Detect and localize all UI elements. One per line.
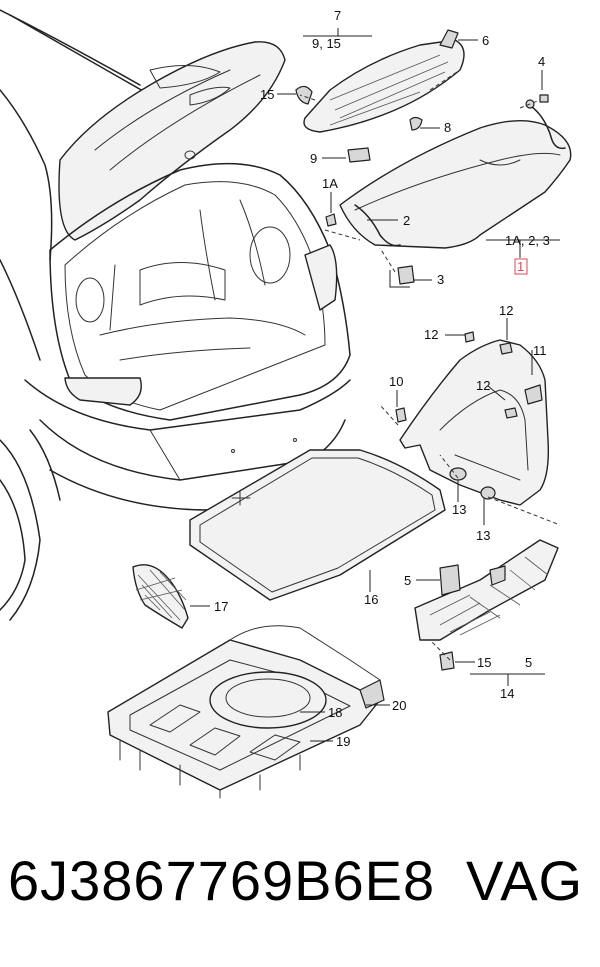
callout-1-highlighted: 1 (517, 259, 524, 274)
callout-11: 11 (533, 343, 547, 358)
callout-10: 10 (389, 374, 403, 389)
callout-2: 2 (403, 213, 410, 228)
callout-labels: 7 9, 15 6 15 8 9 4 1A 2 1A, 2, 3 1 3 12 … (214, 8, 550, 749)
callout-16: 16 (364, 592, 378, 607)
callout-20: 20 (392, 698, 406, 713)
callout-14: 14 (500, 686, 514, 701)
callout-9-15: 9, 15 (312, 36, 341, 51)
callout-19: 19 (336, 734, 350, 749)
callout-12-c: 12 (476, 378, 490, 393)
callout-5-a: 5 (404, 573, 411, 588)
part-7-tailgate-trim (295, 29, 549, 163)
callout-5-b: 5 (525, 655, 532, 670)
callout-12-a: 12 (424, 327, 438, 342)
callout-6: 6 (482, 33, 489, 48)
callout-15-bottom: 15 (477, 655, 491, 670)
part-17-luggage-net (132, 564, 189, 629)
car-body-outline (0, 9, 351, 621)
callout-1a-left: 1A (322, 176, 338, 191)
callout-4: 4 (538, 54, 545, 69)
callout-13-b: 13 (476, 528, 490, 543)
leader-lines (190, 28, 560, 742)
callout-12-b: 12 (499, 303, 513, 318)
callout-18: 18 (328, 705, 342, 720)
callout-1-highlight-box (514, 258, 528, 275)
callout-17: 17 (214, 599, 228, 614)
callout-8: 8 (444, 120, 451, 135)
callout-9: 9 (310, 151, 317, 166)
callout-1a-2-3: 1A, 2, 3 (505, 233, 550, 248)
part-16-floor-covering (189, 449, 446, 601)
brand-name: VAG (466, 849, 584, 912)
callout-3: 3 (437, 272, 444, 287)
callout-13-a: 13 (452, 502, 466, 517)
part-14-rear-panel-trim (414, 539, 559, 671)
exploded-parts-diagram: 7 9, 15 6 15 8 9 4 1A 2 1A, 2, 3 1 3 12 … (0, 8, 572, 799)
part-1-parcel-shelf (325, 99, 572, 285)
footer: 6J3867769B6E8 VAG (0, 848, 600, 938)
callout-15-top: 15 (260, 87, 274, 102)
callout-7: 7 (334, 8, 341, 23)
part-19-storage-tray (107, 625, 385, 799)
part-11-side-trim-panel (395, 331, 550, 506)
part-number: 6J3867769B6E8 (8, 849, 436, 912)
assembly-guide-lines (299, 69, 561, 661)
